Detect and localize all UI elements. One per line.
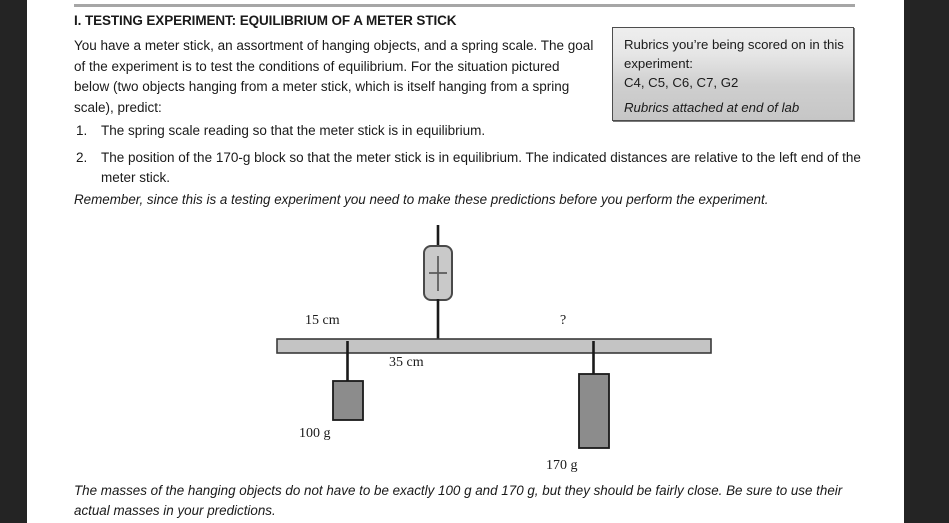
bottom-note: The masses of the hanging objects do not…	[74, 483, 843, 518]
page-title: I. TESTING EXPERIMENT: EQUILIBRIUM OF A …	[74, 13, 457, 28]
label-right-distance: ?	[560, 313, 567, 328]
meter-stick-bar	[276, 338, 712, 354]
prediction-list: 1. The spring scale reading so that the …	[74, 121, 864, 195]
label-center-distance: 35 cm	[389, 355, 424, 370]
rubrics-heading-text: Rubrics you’re being scored on in this e…	[624, 37, 844, 71]
intro-paragraph: You have a meter stick, an assortment of…	[74, 38, 594, 115]
list-item: 1. The spring scale reading so that the …	[74, 121, 864, 142]
rubrics-callout-box: Rubrics you’re being scored on in this e…	[612, 27, 854, 121]
label-left-distance: 15 cm	[305, 313, 340, 328]
label-right-mass: 170 g	[546, 458, 578, 473]
document-page: I. TESTING EXPERIMENT: EQUILIBRIUM OF A …	[27, 0, 904, 523]
list-item-number: 2.	[76, 149, 88, 165]
top-divider-rule	[74, 4, 855, 7]
rubrics-codes-text: C4, C5, C6, C7, G2	[624, 75, 739, 90]
label-left-mass: 100 g	[299, 426, 331, 441]
spring-scale-body	[423, 245, 453, 301]
reminder-note: Remember, since this is a testing experi…	[74, 192, 769, 207]
block-170g	[578, 373, 610, 449]
list-item-text: The position of the 170-g block so that …	[101, 149, 861, 186]
block-100g	[332, 380, 364, 421]
list-item-number: 1.	[76, 123, 88, 138]
list-item-text: The spring scale reading so that the met…	[101, 123, 486, 138]
rubrics-footnote-text: Rubrics attached at end of lab	[624, 100, 800, 115]
list-item: 2. The position of the 170-g block so th…	[74, 148, 864, 189]
